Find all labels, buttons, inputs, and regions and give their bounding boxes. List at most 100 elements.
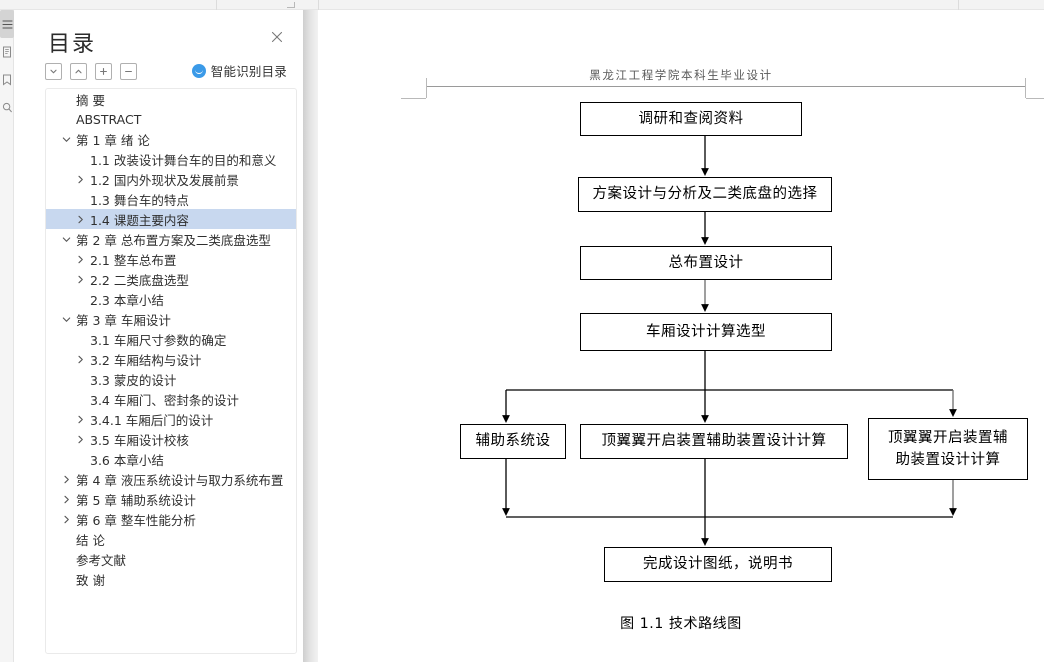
toc-item[interactable]: 摘 要 [46,89,296,109]
toc-item-label: 第 4 章 液压系统设计与取力系统布置 [76,472,284,488]
flowchart-node: 总布置设计 [580,246,832,280]
toc-item-label: 3.5 车厢设计校核 [90,432,189,448]
toc-item[interactable]: 3.1 车厢尺寸参数的确定 [46,329,296,349]
toc-item-label: 摘 要 [76,92,105,108]
outline-icon[interactable] [0,10,14,38]
flowchart-node: 完成设计图纸，说明书 [604,547,832,582]
chevron-down-icon[interactable] [60,133,72,145]
toc-item[interactable]: 第 5 章 辅助系统设计 [46,489,296,509]
document-page: 黑龙江工程学院本科生毕业设计 [318,10,1044,662]
chevron-right-icon[interactable] [74,413,86,425]
close-icon[interactable] [269,29,285,45]
running-header: 黑龙江工程学院本科生毕业设计 [589,68,773,82]
toc-item[interactable]: 参考文献 [46,549,296,569]
flowchart-node: 顶翼翼开启装置辅助装置设计计算 [580,424,848,459]
toc-item-label: 3.2 车厢结构与设计 [90,352,202,368]
margin-mark-top-left-h [401,98,426,99]
pages-icon[interactable] [0,38,14,66]
toc-item-label: 2.3 本章小结 [90,292,164,308]
toc-header: 目录 [15,10,303,57]
chevron-right-icon[interactable] [74,273,86,285]
document-viewer: 黑龙江工程学院本科生毕业设计 [318,10,1044,662]
left-icon-rail [0,10,14,662]
strip-seam-left [216,0,217,10]
collapse-all-button[interactable] [120,62,137,80]
chevron-right-icon[interactable] [60,513,72,525]
toc-item-label: 2.2 二类底盘选型 [90,272,189,288]
chevron-right-icon[interactable] [74,433,86,445]
toc-item-label: 1.3 舞台车的特点 [90,192,189,208]
toc-item[interactable]: 1.2 国内外现状及发展前景 [46,169,296,189]
flowchart-connectors [502,136,957,546]
strip-seam-right [958,0,959,10]
toc-item-label: 第 5 章 辅助系统设计 [76,492,196,508]
panel-divider[interactable] [303,10,318,662]
expand-down-button[interactable] [45,62,62,80]
toc-item-label: ABSTRACT [76,111,142,127]
toc-item[interactable]: 2.3 本章小结 [46,289,296,309]
toc-item[interactable]: 第 2 章 总布置方案及二类底盘选型 [46,229,296,249]
toc-item[interactable]: 1.1 改装设计舞台车的目的和意义 [46,149,296,169]
toc-item[interactable]: 致 谢 [46,569,296,589]
toc-item-label: 第 1 章 绪 论 [76,132,150,148]
margin-mark-top-left-v [426,78,427,98]
toc-item[interactable]: 3.6 本章小结 [46,449,296,469]
flowchart-node: 方案设计与分析及二类底盘的选择 [578,177,832,212]
smart-recognize-label: 智能识别目录 [210,64,287,79]
margin-mark-top-right-h [1026,98,1044,99]
flowchart-node: 辅助系统设 [460,424,566,459]
toc-item-label: 3.4 车厢门、密封条的设计 [90,392,239,408]
toc-item[interactable]: 3.2 车厢结构与设计 [46,349,296,369]
chevron-right-icon[interactable] [60,493,72,505]
margin-mark-top-right-v [1025,78,1026,98]
bookmark-icon[interactable] [0,66,14,94]
search-icon[interactable] [0,94,14,122]
expand-all-button[interactable] [95,62,112,80]
toc-item[interactable]: 3.5 车厢设计校核 [46,429,296,449]
toc-item-label: 第 6 章 整车性能分析 [76,512,196,528]
toc-item-label: 2.1 整车总布置 [90,252,177,268]
toc-item[interactable]: 3.4.1 车厢后门的设计 [46,409,296,429]
toc-item-label: 1.4 课题主要内容 [90,212,189,228]
chevron-right-icon[interactable] [74,353,86,365]
collapse-up-button[interactable] [70,62,87,80]
flowchart-node: 车厢设计计算选型 [580,313,832,351]
figure-caption: 图 1.1 技术路线图 [620,616,742,632]
smart-recognize-toc-button[interactable]: 智能识别目录 [191,61,287,80]
toc-item[interactable]: 第 4 章 液压系统设计与取力系统布置 [46,469,296,489]
chevron-down-icon[interactable] [60,313,72,325]
toc-item-label: 第 3 章 车厢设计 [76,312,171,328]
toc-item-label: 第 2 章 总布置方案及二类底盘选型 [76,232,271,248]
toc-item[interactable]: ABSTRACT [46,109,296,129]
toc-item[interactable]: 1.3 舞台车的特点 [46,189,296,209]
window-corner-mark-icon [287,2,295,8]
toc-item-label: 结 论 [76,532,105,548]
chevron-down-icon[interactable] [60,233,72,245]
smart-ai-icon [191,63,206,78]
toc-item[interactable]: 1.4 课题主要内容 [46,209,296,229]
flowchart-node: 调研和查阅资料 [580,102,802,136]
chevron-right-icon[interactable] [74,213,86,225]
toc-item-label: 3.1 车厢尺寸参数的确定 [90,332,227,348]
toc-item[interactable]: 第 6 章 整车性能分析 [46,509,296,529]
flowchart-node: 顶翼翼开启装置辅 助装置设计计算 [868,418,1028,480]
toc-item[interactable]: 2.1 整车总布置 [46,249,296,269]
toc-item[interactable]: 结 论 [46,529,296,549]
toc-item-label: 3.3 蒙皮的设计 [90,372,177,388]
toc-item-label: 参考文献 [76,552,127,568]
toc-item[interactable]: 第 3 章 车厢设计 [46,309,296,329]
chevron-right-icon[interactable] [74,173,86,185]
window-top-strip [0,0,1044,10]
toc-item[interactable]: 3.4 车厢门、密封条的设计 [46,389,296,409]
chevron-right-icon[interactable] [74,253,86,265]
toc-title: 目录 [48,32,97,57]
toc-item[interactable]: 2.2 二类底盘选型 [46,269,296,289]
toc-item[interactable]: 第 1 章 绪 论 [46,129,296,149]
toc-item-label: 1.2 国内外现状及发展前景 [90,172,239,188]
toc-panel: 目录 [15,10,303,662]
chevron-right-icon[interactable] [60,473,72,485]
toc-toolbar: 智能识别目录 [45,60,295,82]
toc-item[interactable]: 3.3 蒙皮的设计 [46,369,296,389]
